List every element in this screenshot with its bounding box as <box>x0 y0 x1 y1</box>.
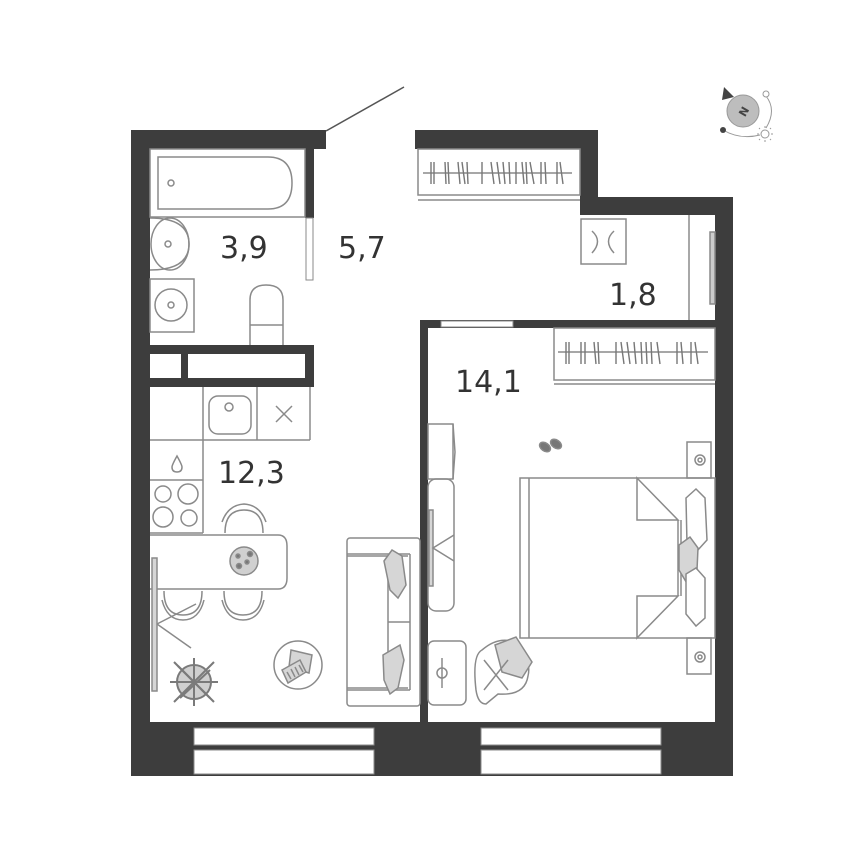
plant-icon <box>170 658 218 706</box>
pillow-icon <box>685 567 706 628</box>
nightstand-lamp-icon <box>694 651 706 663</box>
wall-utility-bottom <box>150 378 314 387</box>
tv-stand <box>427 478 455 612</box>
bathroom-door-opening[interactable] <box>305 217 314 281</box>
hall-wardrobe <box>417 148 581 201</box>
room-area-bedroom: 14,1 <box>455 365 522 400</box>
hanger-icons <box>565 341 699 365</box>
chair-back-icon <box>221 503 267 523</box>
bed-frame <box>519 477 716 639</box>
chair-icon <box>163 590 203 616</box>
newspaper-icon <box>281 649 313 685</box>
ventilation-box <box>580 218 627 265</box>
washbasin-drain-icon <box>164 240 172 248</box>
dining-table <box>150 534 288 590</box>
window-left-lower <box>193 749 375 775</box>
washing-machine-center-icon <box>167 301 175 309</box>
slippers-icon <box>538 441 552 453</box>
nightstand-icon <box>686 441 712 479</box>
sofa <box>346 537 421 707</box>
bathroom-fixtures <box>149 148 306 345</box>
chair-icon <box>224 509 264 534</box>
wall-top-storage <box>580 197 733 215</box>
walls <box>131 130 733 776</box>
room-area-storage: 1,8 <box>609 278 657 313</box>
cushion-icon <box>383 549 407 600</box>
room-area-kitchen-living: 12,3 <box>218 456 285 491</box>
compass-icon: N <box>720 87 773 142</box>
chair-back-icon <box>161 599 205 621</box>
dresser-top <box>427 423 454 480</box>
ventilation-icon <box>591 230 615 254</box>
kitchen-sink-drain-icon <box>224 402 234 412</box>
kitchen-fixtures <box>150 387 323 706</box>
wall-top-bathroom <box>131 130 326 149</box>
toilet-icon <box>249 284 284 345</box>
tv-cone <box>431 534 455 562</box>
wall-right <box>715 197 733 776</box>
bathtub-frame <box>149 148 306 218</box>
chair-back-icon <box>221 599 265 621</box>
wall-bathroom-bottom <box>150 345 314 354</box>
washing-machine-drum-icon <box>154 288 188 322</box>
slippers-icon <box>549 438 563 450</box>
armchair-icon <box>474 636 533 705</box>
nightstand-icon <box>686 637 712 675</box>
wardrobe-frame <box>417 148 581 196</box>
storage-door-icon[interactable] <box>709 231 716 305</box>
wall-left <box>131 130 150 776</box>
bedroom-fixtures <box>427 327 716 706</box>
window-left-upper <box>193 727 375 746</box>
sun-icon <box>757 126 773 142</box>
bedroom-wardrobe <box>553 327 716 381</box>
kitchen-vent-x-icon <box>275 405 293 423</box>
entrance-door-swing <box>325 86 405 132</box>
sofa-frame <box>346 537 421 707</box>
bedroom-door-opening[interactable] <box>440 320 514 328</box>
kitchen-sink-icon <box>208 395 252 435</box>
compass-arrow-icon <box>722 87 734 100</box>
wall-closet-step <box>580 130 598 215</box>
window-right-lower <box>480 749 662 775</box>
hanger-icons <box>430 161 564 185</box>
small-table <box>427 640 467 706</box>
wall-top-closet <box>415 130 598 149</box>
rug-icon <box>273 640 323 690</box>
wall-bathroom-right <box>305 130 314 218</box>
cushion-icon <box>382 643 405 696</box>
door-swing-line <box>156 623 192 649</box>
stove-burner-icon <box>180 509 198 527</box>
stove-burner-icon <box>154 485 172 503</box>
stove-burner-icon <box>177 483 199 505</box>
washbasin-counter <box>149 217 190 271</box>
water-drop-icon <box>171 454 183 473</box>
room-area-hallway: 5,7 <box>338 231 386 266</box>
chair-icon <box>223 590 263 616</box>
nightstand-lamp-icon <box>694 454 706 466</box>
stove-burner-icon <box>152 506 174 528</box>
bathtub-icon <box>157 156 293 210</box>
door-swing-line <box>156 603 197 625</box>
wall-utility-right <box>305 345 314 387</box>
washing-machine-icon <box>149 278 195 333</box>
fruit-bowl-icon <box>229 546 259 576</box>
storage-fixtures <box>580 215 716 320</box>
washbasin-icon <box>150 217 190 271</box>
wall-utility-divider <box>181 352 188 382</box>
window-right-upper <box>480 727 662 746</box>
wall-bedroom-top <box>420 320 715 328</box>
kitchen-window-door-icon[interactable] <box>151 557 158 692</box>
bed-sheet-fold <box>636 476 680 640</box>
bathtub-drain-icon <box>167 179 175 187</box>
wall-bedroom-left <box>420 320 428 724</box>
room-area-bathroom: 3,9 <box>220 231 268 266</box>
lamp-icon <box>436 667 448 679</box>
